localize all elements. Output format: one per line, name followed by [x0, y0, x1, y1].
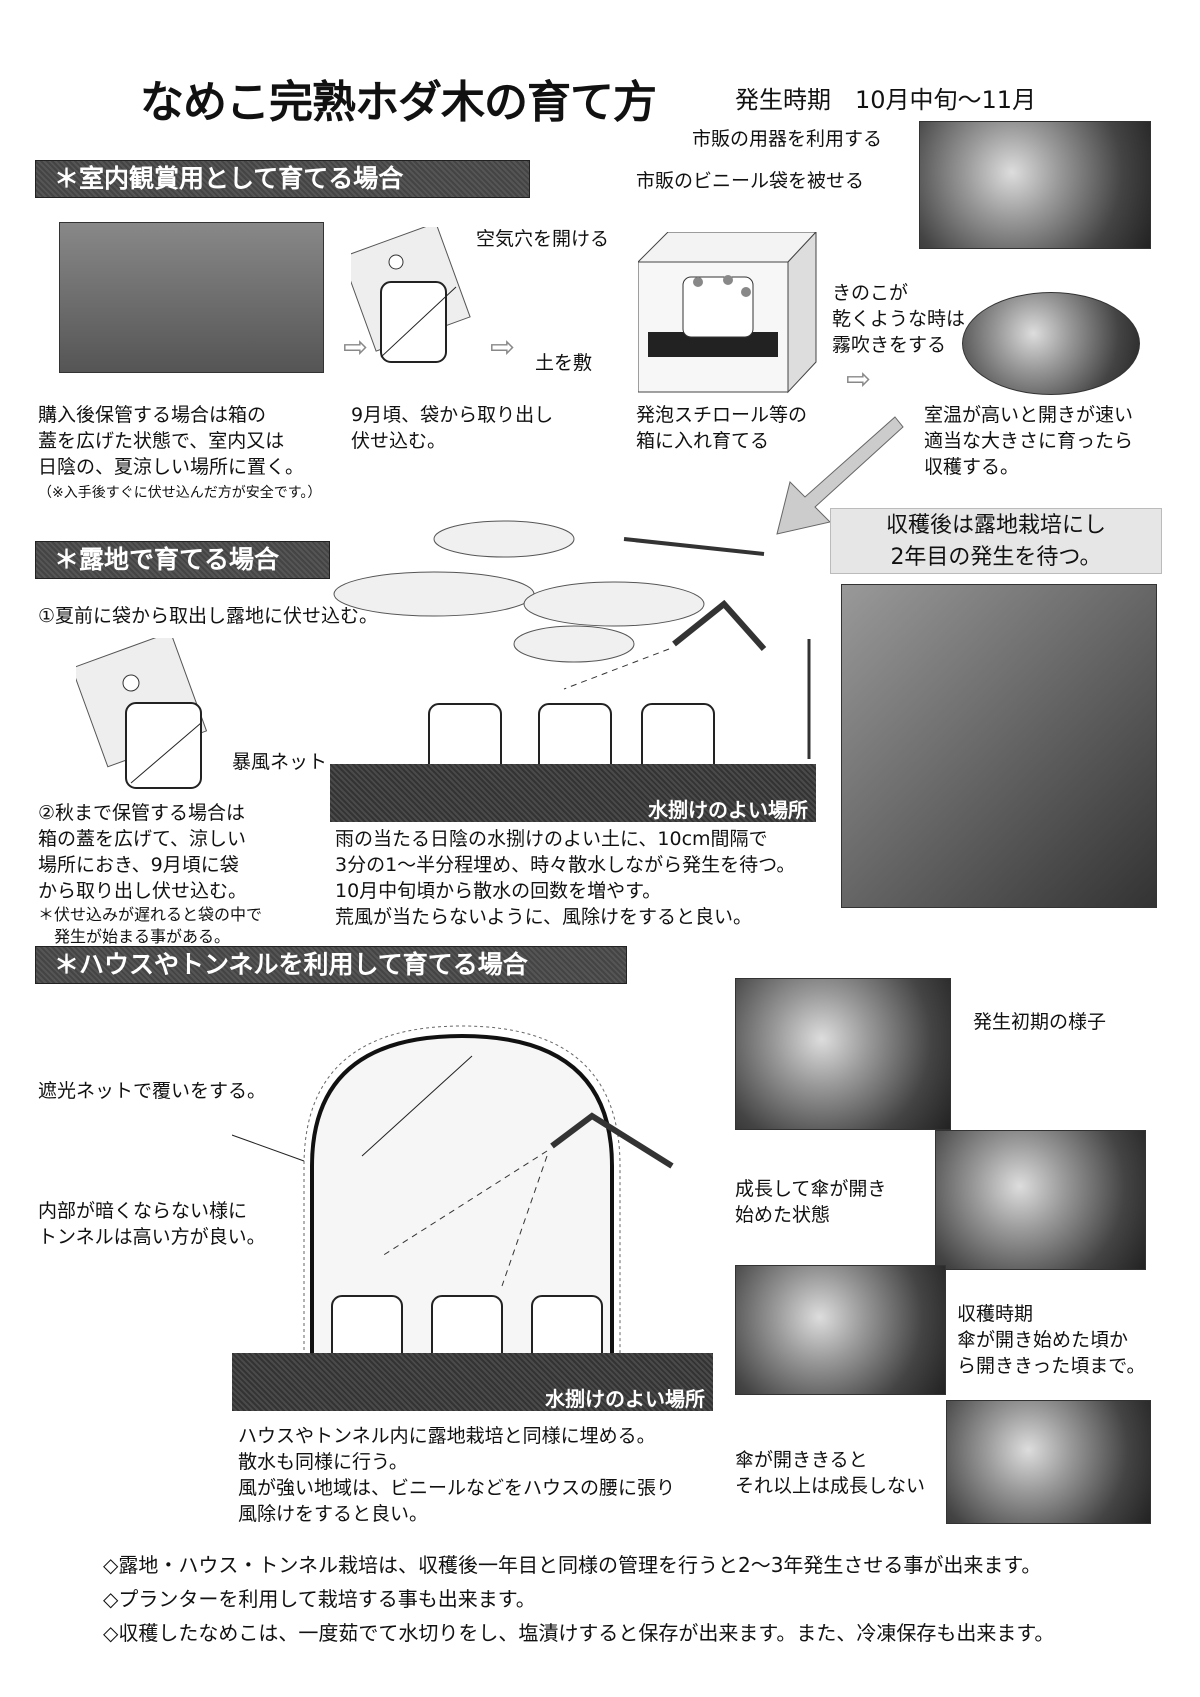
label-windbreak-net: 暴風ネット [232, 751, 328, 773]
label-airhole: 空気穴を開ける [476, 228, 610, 250]
styrofoam-box-illustration [638, 232, 817, 394]
label-container: 市販の用器を利用する [692, 128, 883, 150]
ground-label: 水捌けのよい場所 [648, 798, 808, 822]
arrow-right-icon: ⇨ [846, 362, 872, 397]
label-tunnel-height: 内部が暗くならない様に トンネルは高い方が良い。 [38, 1200, 266, 1248]
caption-harvest: 室温が高いと開きが速い 適当な大きさに育ったら 収穫する。 [924, 404, 1134, 478]
photo-outdoor-logs [841, 584, 1157, 908]
caption-storage-note: （※入手後すぐに伏せ込んだ方が安全です。） [38, 485, 322, 501]
photo-harvest-time [735, 1265, 946, 1395]
bagged-log-illustration [351, 227, 471, 363]
outdoor-step2-note: ＊伏せ込みが遅れると袋の中で 発生が始まる事がある。 [38, 905, 263, 946]
arrow-right-icon: ⇨ [343, 330, 369, 365]
section-heading-indoor: ＊室内観賞用として育てる場合 [35, 160, 530, 198]
bagged-log-illustration [76, 638, 208, 789]
photo-growing [935, 1130, 1146, 1270]
page-title: なめこ完熟ホダ木の育て方 [140, 77, 657, 128]
outdoor-garden-illustration [333, 520, 811, 764]
section-heading-outdoor: ＊露地で育てる場合 [35, 541, 330, 579]
ground-house: 水捌けのよい場所 [232, 1353, 713, 1411]
harvest-period: 発生時期 10月中旬～11月 [735, 86, 1037, 114]
large-arrow-icon [776, 416, 904, 535]
caption-styrofoam: 発泡スチロール等の 箱に入れ育てる [636, 404, 808, 452]
label-soil: 土を敷 [535, 352, 593, 374]
ground-label: 水捌けのよい場所 [545, 1387, 705, 1411]
caption-september: 9月頃、袋から取り出し 伏せ込む。 [351, 404, 554, 452]
note-item: ◇露地・ハウス・トンネル栽培は、収穫後一年目と同様の管理を行うと2～3年発生させ… [103, 1553, 1042, 1577]
photo-fully-open [946, 1400, 1151, 1524]
label-mist: きのこが 乾くような時は 霧吹きをする [832, 282, 966, 356]
label-bag: 市販のビニール袋を被せる [636, 170, 865, 192]
house-description: ハウスやトンネル内に露地栽培と同様に埋める。 散水も同様に行う。 風が強い地域は… [238, 1425, 676, 1525]
after-harvest-note: 収穫後は露地栽培にし 2年目の発生を待つ。 [830, 508, 1162, 574]
caption-harvest-time: 収穫時期 傘が開き始めた頃か ら開ききった頃まで。 [957, 1303, 1146, 1377]
outdoor-step2: ②秋まで保管する場合は 箱の蓋を広げて、涼しい 場所におき、9月頃に袋 から取り… [38, 802, 248, 902]
caption-growing: 成長して傘が開き 始めた状態 [735, 1178, 887, 1226]
photo-mushrooms [962, 292, 1140, 395]
photo-boxed-logs [59, 222, 324, 373]
tunnel-illustration [232, 1025, 674, 1356]
ground-outdoor: 水捌けのよい場所 [330, 764, 816, 822]
outdoor-description: 雨の当たる日陰の水捌けのよい土に、10cm間隔で 3分の1～半分程埋め、時々散水… [335, 828, 796, 928]
caption-storage: 購入後保管する場合は箱の 蓋を広げた状態で、室内又は 日陰の、夏涼しい場所に置く… [38, 404, 305, 478]
section-heading-house: ＊ハウスやトンネルを利用して育てる場合 [35, 946, 627, 984]
photo-container [919, 121, 1151, 249]
caption-fully-open: 傘が開ききると それ以上は成長しない [735, 1449, 926, 1497]
note-item: ◇収穫したなめこは、一度茹でて水切りをし、塩漬けすると保存が出来ます。また、冷凍… [103, 1621, 1055, 1645]
label-shade-net: 遮光ネットで覆いをする。 [38, 1080, 267, 1102]
caption-early-stage: 発生初期の様子 [973, 1011, 1107, 1033]
photo-early-stage [735, 978, 951, 1130]
arrow-right-icon: ⇨ [490, 330, 516, 365]
outdoor-step1: ①夏前に袋から取出し露地に伏せ込む。 [38, 605, 379, 627]
note-item: ◇プランターを利用して栽培する事も出来ます。 [103, 1587, 536, 1611]
